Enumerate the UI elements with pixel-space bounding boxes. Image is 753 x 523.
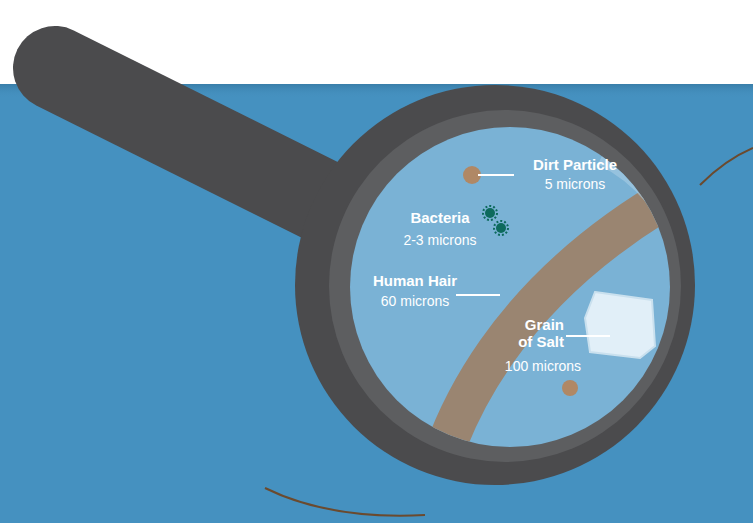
item-name: Bacteria [385, 209, 495, 226]
magnifier-handle [55, 68, 330, 205]
item-name: Human Hair [355, 272, 475, 289]
bacteria [483, 206, 508, 235]
dirt-particle [562, 380, 578, 396]
hair-strand [265, 488, 425, 516]
human-hair [425, 180, 700, 523]
ring-inner [329, 110, 681, 462]
leader-line [478, 174, 514, 176]
item-size: 5 microns [500, 176, 650, 193]
salt-grain [585, 292, 655, 358]
leader-line [456, 294, 500, 296]
magnifier-ring [295, 85, 695, 485]
blue-background [0, 84, 753, 523]
leader-line [566, 335, 610, 337]
item-size: 100 microns [483, 358, 603, 375]
item-size: 60 microns [355, 293, 475, 310]
hair-strand [700, 148, 753, 185]
item-size: 2-3 microns [385, 232, 495, 249]
item-name: Dirt Particle [500, 156, 650, 173]
item-name: Grain of Salt [512, 316, 564, 350]
